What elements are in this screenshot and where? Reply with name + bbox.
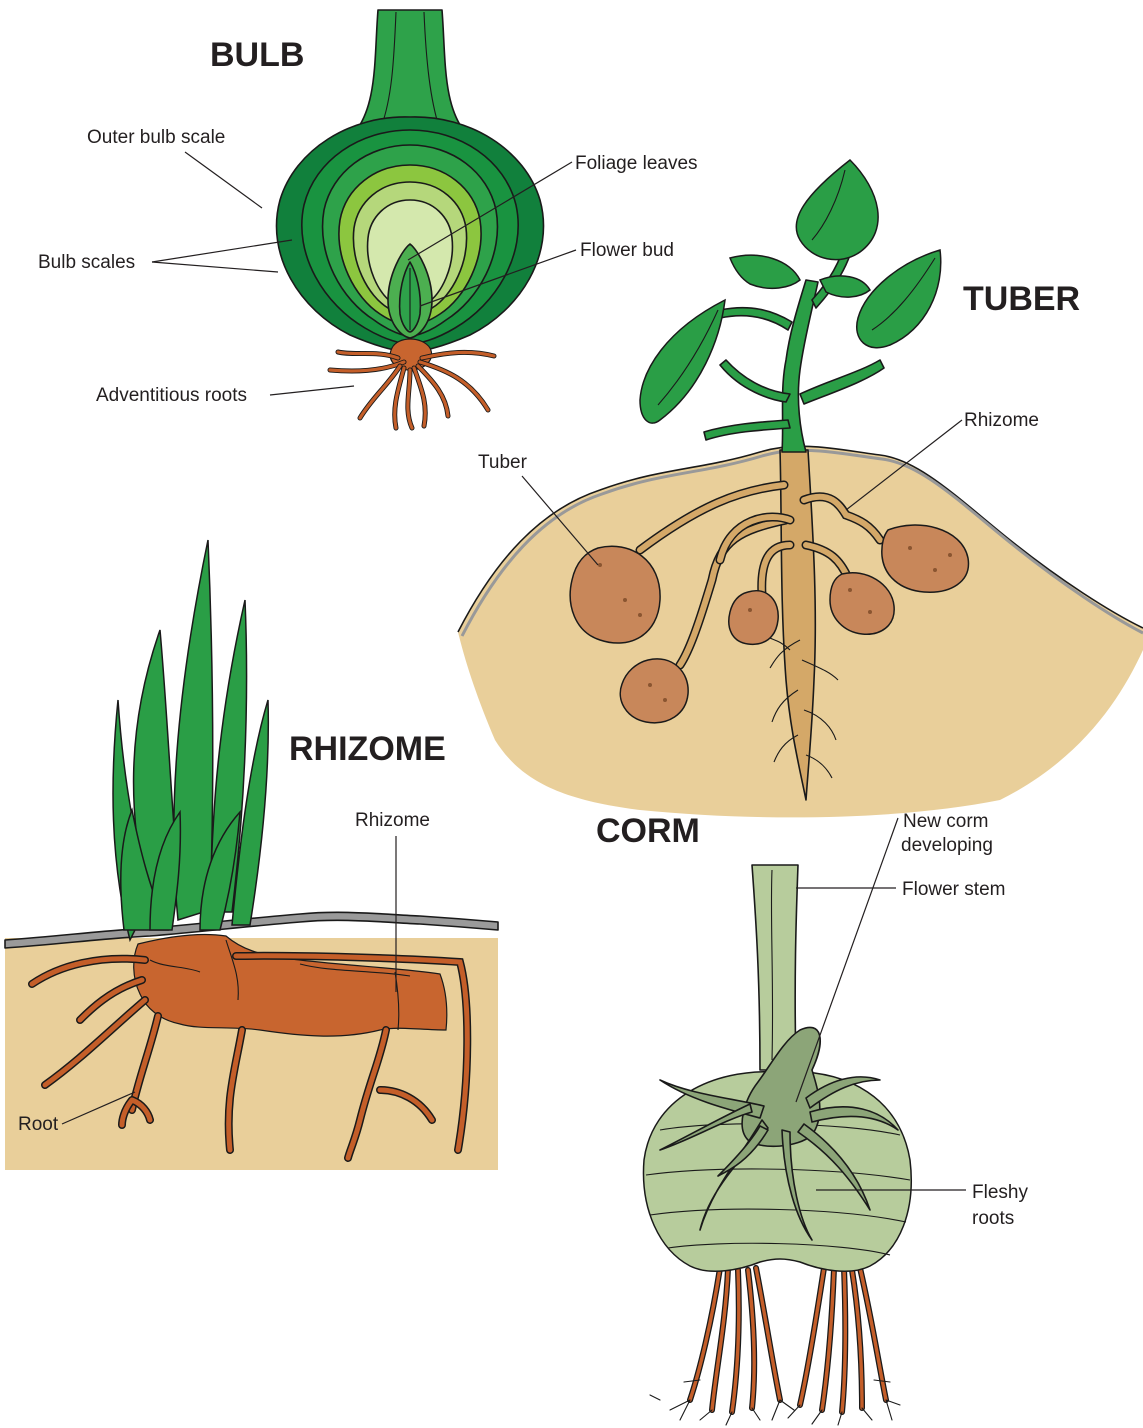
flower-bud-label: Flower bud	[580, 240, 674, 261]
flower-stem-label: Flower stem	[902, 879, 1005, 900]
corm-illustration	[643, 865, 911, 1425]
rhizome-illustration	[5, 540, 498, 1170]
bulb-scales-leader-1	[152, 240, 292, 262]
foliage-leaves-label: Foliage leaves	[575, 153, 698, 174]
rhizome-root-label: Root	[18, 1114, 59, 1135]
tuber-rhizome-label: Rhizome	[964, 410, 1039, 431]
outer-bulb-scale-leader	[185, 152, 262, 208]
rhizome-leaves	[113, 540, 268, 940]
fleshy-roots-label-1: Fleshy	[972, 1182, 1028, 1203]
bulb-title: BULB	[210, 36, 304, 74]
tuber-label: Tuber	[478, 452, 528, 473]
tuber-leaf-2	[857, 250, 941, 348]
outer-bulb-scale-label: Outer bulb scale	[87, 127, 225, 148]
tuber-potato-3	[729, 591, 778, 645]
bulb-scales-label: Bulb scales	[38, 252, 135, 273]
new-corm-leader	[796, 818, 898, 1102]
bulb-scales-leader-2	[152, 262, 278, 272]
tuber-potato-1	[570, 546, 660, 643]
fleshy-roots-label-2: roots	[972, 1208, 1014, 1229]
new-corm-label-1: New corm	[903, 811, 989, 832]
tuber-leaf-1	[796, 160, 878, 260]
tuber-title: TUBER	[963, 280, 1080, 318]
adventitious-roots-leader	[270, 386, 354, 395]
tuber-leaf-3	[640, 300, 725, 423]
tuber-illustration	[458, 160, 1143, 817]
adventitious-roots-label: Adventitious roots	[96, 385, 247, 406]
tuber-leaf-4	[730, 255, 800, 288]
new-corm-label-2: developing	[901, 835, 993, 856]
rhizome-title: RHIZOME	[289, 730, 446, 768]
rhizome-part-label: Rhizome	[355, 810, 430, 831]
corm-roots	[650, 1268, 900, 1425]
bulb-illustration	[276, 10, 543, 428]
corm-title: CORM	[596, 812, 700, 850]
